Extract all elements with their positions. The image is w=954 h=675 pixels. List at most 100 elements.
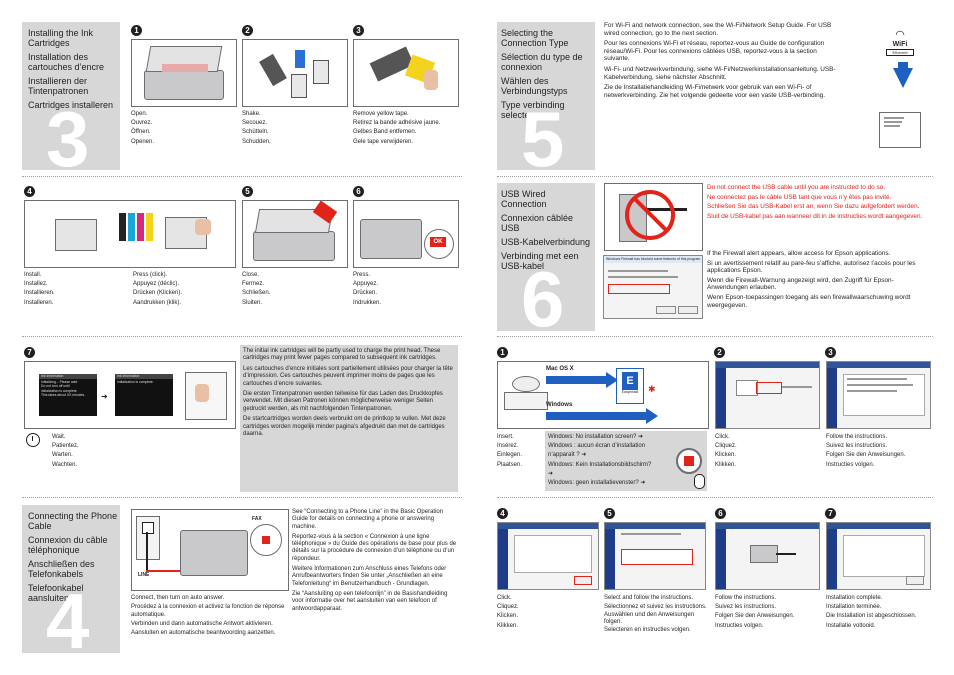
line-label: LINE [138,572,150,578]
step-number: 1 [131,25,142,36]
lcd-line: Initialization is complete. [117,379,154,384]
caption-line: Fermez. [242,281,265,288]
caption-line: Ouvrez. [131,120,153,127]
mouse-icon [694,474,705,489]
step-number: 4 [497,508,508,519]
illustration-insert-cd: Mac OS X Windows E EasyInstall ✱ [497,361,709,429]
step-caption: Press. Appuyez. Drücken. Indrukken. [353,271,381,308]
arrow-right-icon: ➜ [581,452,587,459]
arrow-right-icon [546,412,646,420]
step-caption: Close. Fermez. Schließen. Sluiten. [242,271,270,308]
section-title: Connexion du câble téléphonique [28,535,108,555]
note-text: Windows: Kein Installationsbildschirm? [548,461,652,468]
caption-line: Follow the instructions. [715,595,777,601]
note-paragraph: Les cartouches d’encre initiales sont pa… [243,365,453,387]
windows-label: Windows [546,402,573,408]
setup-guide-thumbnail [879,112,921,148]
info-paragraph: If the Firewall alert appears, allow acc… [707,250,891,257]
caption-line: Drücken. [353,290,378,297]
illustration-install-cartridges [24,200,236,268]
step-caption: Open. Ouvrez. Öffnen. Openen. [131,110,154,147]
note-text: Windows: geen installatievenster? [548,480,639,487]
caption-line: Wait. [52,434,66,440]
info-paragraph: Si un avertissement relatif au pare-feu … [707,259,916,275]
caption-line: Schütteln. [242,129,269,136]
divider [497,176,933,177]
section6-header [497,183,595,331]
step-number: 3 [825,347,836,358]
note-paragraph: De startcartridges worden deels verbruik… [243,416,446,438]
wifi-icon: ◠ WiFi Ethernet [886,30,914,60]
step-number: 4 [24,186,35,197]
ethernet-label: Ethernet [886,49,914,56]
step-caption: Select and follow the instructions. Séle… [604,594,710,636]
installer-screen [497,522,599,590]
caption-line: Aandrukken (klik). [133,299,182,306]
divider [22,176,462,177]
dialog-title: Windows Firewall has blocked some featur… [604,256,702,263]
illustration-phone-cable: FAX LINE [131,509,289,591]
cartridge-cyan [128,213,135,241]
step-caption: Follow the instructions. Suivez les inst… [715,594,794,631]
ink-note-panel [240,345,458,492]
arrow-right-icon: ➜ [638,434,644,440]
caption-line: Cliquez. [715,443,737,450]
connection-info: For Wi-Fi and network connection, see th… [604,22,836,99]
section-title: Verbinding met een USB-kabel [501,251,579,271]
section-title: Selecting the Connection Type [501,28,569,48]
wifi-label: WiFi [892,41,908,48]
caption-line: Click. [497,595,512,601]
firewall-info: If the Firewall alert appears, allow acc… [707,250,933,309]
note-paragraph: Zie “Aansluiting op een telefoonlijn” in… [292,590,448,612]
warning-line: Schließen Sie das USB-Kabel erst an, wen… [707,203,920,211]
caption-line: Windows: Kein Installationsbildschirm? ➜ [548,461,658,479]
caption-line: Suivez les instructions. [715,604,777,611]
caption-line: Windows: geen installatievenster? ➜ [548,479,658,488]
step-number: 2 [242,25,253,36]
caption-line: Aansluiten en automatische beantwoording… [131,630,276,636]
caption-line: Wachten. [52,461,78,468]
prohibited-icon [625,190,675,240]
section-title: Installation des cartouches d’encre [28,52,105,72]
lcd-screen: Ink Information Initialization is comple… [115,374,173,416]
step-number: 6 [715,508,726,519]
info-paragraph: For Wi-Fi and network connection, see th… [604,22,832,37]
step-number: 7 [24,347,35,358]
info-paragraph: Wenn die Firewall-Warnung angezeigt wird… [707,276,894,292]
cursor-icon: ✱ [648,384,656,394]
section-title: Installieren der Tintenpatronen [28,76,89,96]
usb-warning: Do not connect the USB cable until you a… [707,183,929,221]
lcd-line: Initializing... Please wait. [41,379,78,384]
cartridge-black [119,213,126,241]
lcd-title: Ink Information [39,374,97,379]
cartridge-magenta [137,213,144,241]
caption-line: Gele tape verwijderen. [353,138,414,145]
caption-line: Installez. [24,281,48,288]
section-number: 5 [521,95,565,183]
caption-line: Installieren. [24,290,55,297]
step-number: 2 [714,347,725,358]
caption-line: Insert. [497,434,514,440]
printer-illustration [253,231,335,261]
caption-line: Insérez. [497,443,519,450]
printer-illustration [180,530,248,576]
caption-line: Folgen Sie den Anweisungen. [715,613,795,620]
caption-line: Schudden. [242,138,271,145]
caption-line: Öffnen. [131,129,151,136]
section-number: 6 [521,255,565,343]
section-title: Connecting the Phone Cable [28,511,118,531]
step-number: 7 [825,508,836,519]
step-caption: Install. Installez. Installieren. Instal… [24,271,55,308]
illustration-ink-initializing: Ink Information Initializing... Please w… [24,361,236,429]
section-title: USB-Kabelverbindung [501,237,591,247]
section3-titles: Installing the Ink Cartridges Installati… [28,28,118,114]
info-paragraph: Wenn Epson-toepassingen toegang als een … [707,293,911,309]
caption-line: Procédez à la connexion et activez la fo… [131,604,285,618]
section-title: Cartridges installeren [28,100,114,110]
note-text: Windows : aucun écran d’installation n’a… [548,443,646,459]
caption-line: Connect, then turn on auto answer. [131,595,225,601]
section6-titles: USB Wired Connection Connexion câblée US… [501,189,591,275]
caption-line: Open. [131,111,148,117]
caption-line: Gelbes Band entfernen. [353,129,417,136]
info-paragraph: Zie de Installatiehandleiding Wi-Fi/netw… [604,84,825,99]
